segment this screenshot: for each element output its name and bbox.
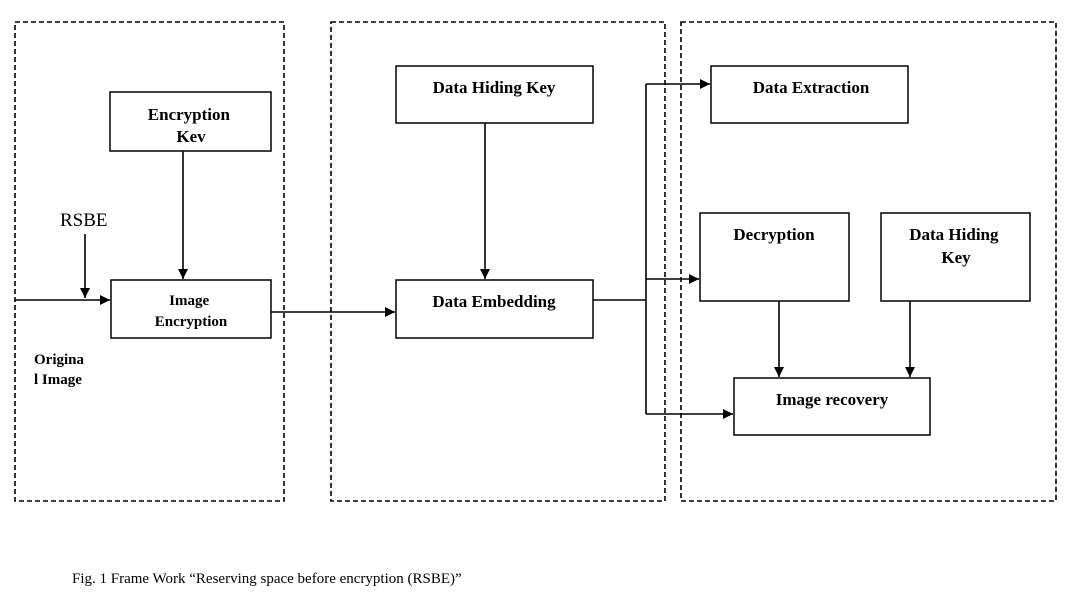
data-hiding-key-right-box xyxy=(880,212,1031,302)
image-recovery-label: Image recovery xyxy=(776,390,889,409)
data-embedding-box xyxy=(395,279,594,339)
encryption-key-box xyxy=(109,91,272,152)
data-embedding-label: Data Embedding xyxy=(432,292,556,311)
image-recovery-box xyxy=(733,377,931,436)
figure-caption: Fig. 1 Frame Work “Reserving space befor… xyxy=(72,571,462,587)
data-hiding-key-right-label: Data Hiding Key xyxy=(909,225,1003,267)
data-extraction-label: Data Extraction xyxy=(753,78,870,97)
section-encryption-frame xyxy=(14,21,285,502)
section-embedding-frame xyxy=(330,21,666,502)
original-image-label: Origina l Image xyxy=(34,352,88,388)
data-extraction-box xyxy=(710,65,909,124)
data-hiding-key-top-label: Data Hiding Key xyxy=(433,78,556,97)
section-recovery-frame xyxy=(680,21,1057,502)
decryption-label: Decryption xyxy=(733,225,815,244)
rsbe-label: RSBE xyxy=(60,210,108,231)
image-encryption-label: Image Encryption xyxy=(155,293,228,330)
decryption-box xyxy=(699,212,850,302)
data-hiding-key-top-box xyxy=(395,65,594,124)
encryption-key-label: Encryption Kev xyxy=(148,105,234,146)
image-encryption-box xyxy=(110,279,272,339)
